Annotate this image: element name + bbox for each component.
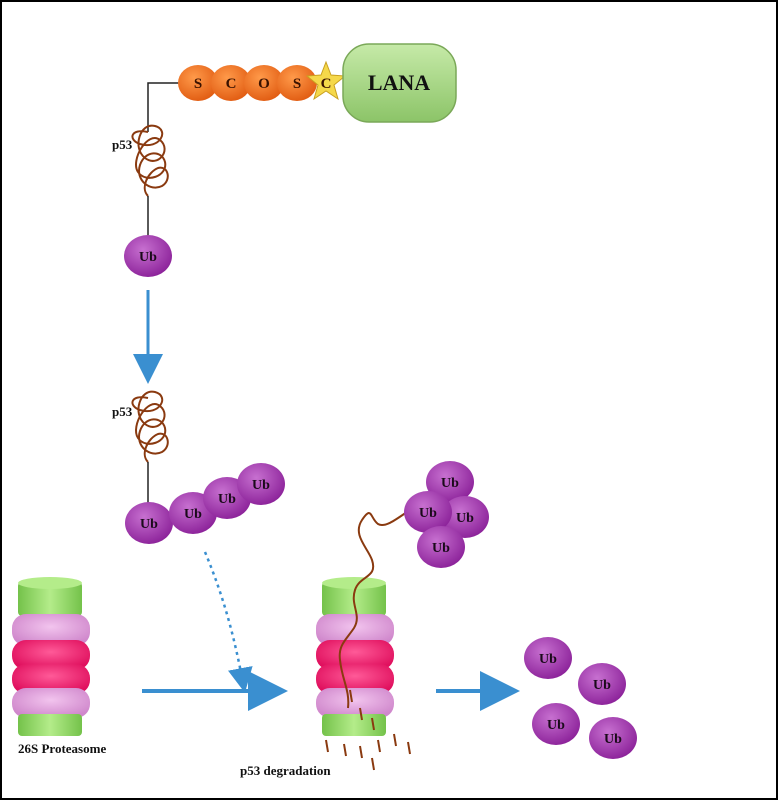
socs-bead (178, 65, 218, 101)
p53-protein-mid: p53 (112, 390, 169, 503)
ub-circle (578, 663, 626, 705)
proteasome-ring-beta (12, 640, 90, 670)
ub-label: Ub (432, 541, 450, 556)
proteasome-ring-beta (316, 664, 394, 694)
peptide-fragment (371, 717, 375, 731)
peptide-fragment (325, 739, 329, 753)
proteasome-left: 26S Proteasome (12, 577, 106, 756)
socs-bead (277, 65, 317, 101)
ub-circle (589, 717, 637, 759)
socs-bead (211, 65, 251, 101)
ub-label: Ub (593, 678, 611, 693)
degradation-label: p53 degradation (240, 763, 331, 778)
proteasome-cap (18, 582, 82, 616)
ub-label: Ub (139, 250, 157, 265)
ub-label: Ub (419, 506, 437, 521)
p53-protein-top: p53 (112, 124, 169, 238)
star-shape (305, 60, 347, 101)
ub-cluster: Ub Ub Ub Ub (404, 461, 489, 568)
peptide-fragment (371, 757, 375, 771)
proteasome-ring-alpha (316, 688, 394, 718)
connector-line (147, 82, 180, 132)
proteasome-cap (18, 714, 82, 736)
peptide-fragment (377, 739, 381, 753)
ub-circle (524, 637, 572, 679)
ub-circle (125, 502, 173, 544)
peptide-fragment (349, 689, 353, 703)
socs-bead-label: S (293, 76, 301, 92)
ub-label: Ub (184, 507, 202, 522)
arrow-dotted (203, 551, 253, 693)
proteasome-degrading: p53 degradation (240, 511, 428, 778)
ub-circle (124, 235, 172, 277)
ub-circle (441, 496, 489, 538)
peptide-fragment (407, 741, 411, 755)
ub-circle (532, 703, 580, 745)
peptide-fragment (359, 745, 363, 759)
ub-label: Ub (140, 517, 158, 532)
proteasome-ring-beta (316, 640, 394, 670)
ub-label: Ub (218, 492, 236, 507)
ub-label: Ub (547, 718, 565, 733)
peptide-fragments (325, 689, 411, 771)
ub-chain: Ub Ub Ub Ub (125, 463, 285, 544)
p53-coil (131, 390, 169, 463)
p53-label-mid: p53 (112, 404, 133, 419)
proteasome-cap-top (18, 577, 82, 589)
ub-label: Ub (604, 732, 622, 747)
peptide-fragment (393, 733, 397, 747)
proteasome-ring-alpha (12, 688, 90, 718)
socs-bead (244, 65, 284, 101)
ub-single: Ub (124, 235, 172, 277)
star-label: C (321, 76, 332, 92)
p53-coil (131, 124, 169, 197)
socs-beads: S C O S (178, 65, 317, 101)
peptide-fragment (359, 707, 363, 721)
socs-bead-label: S (194, 76, 202, 92)
lana-block (342, 43, 457, 123)
proteasome-ring-alpha (12, 614, 90, 646)
ub-label: Ub (441, 476, 459, 491)
ub-label: Ub (252, 478, 270, 493)
lana-label: LANA (368, 70, 430, 95)
p53-unfolded (338, 511, 408, 709)
ub-circle (426, 461, 474, 503)
proteasome-cap-top (322, 577, 386, 589)
ub-circle (417, 526, 465, 568)
ub-label: Ub (539, 652, 557, 667)
socs-bead-label: O (258, 76, 270, 92)
ub-circle (404, 491, 452, 533)
peptide-fragment (343, 743, 347, 757)
socs-bead-label: C (226, 76, 237, 92)
proteasome-label: 26S Proteasome (18, 741, 106, 756)
proteasome-ring-alpha (316, 614, 394, 646)
ub-label: Ub (456, 511, 474, 526)
proteasome-ring-beta (12, 664, 90, 694)
lana-complex: S C O S C LANA (147, 43, 457, 132)
ub-circle (237, 463, 285, 505)
proteasome-cap (322, 714, 386, 736)
ub-free: Ub Ub Ub Ub (524, 637, 637, 759)
p53-label-top: p53 (112, 137, 133, 152)
